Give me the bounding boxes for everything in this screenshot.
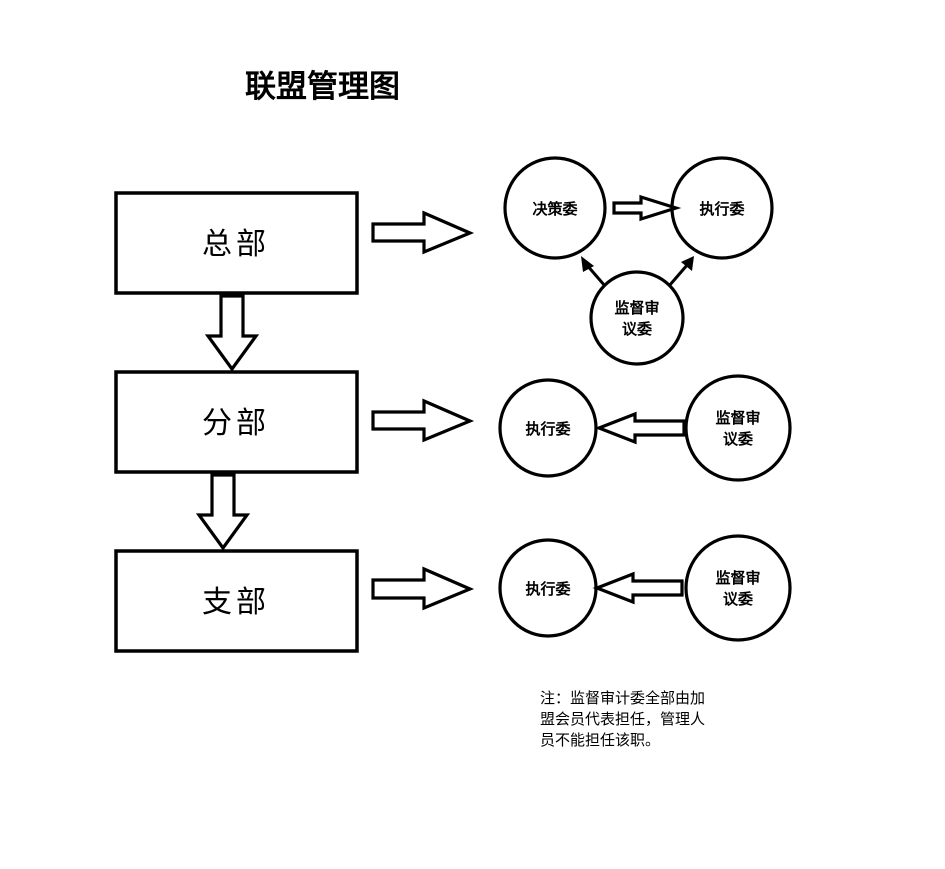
- diagram-note: 注：监督审计委全部由加 盟会员代表担任，管理人 员不能担任该职。: [540, 689, 705, 749]
- arrow-headquarters-to-committees: [371, 210, 475, 255]
- hierarchy-box-branch[interactable]: 分部: [114, 370, 359, 474]
- note-line-2: 盟会员代表担任，管理人: [540, 710, 705, 728]
- supervisory-audit-committee-middle-circle: [684, 374, 792, 482]
- arrow-supervisory-to-executive-top: [667, 256, 694, 287]
- supervisory-audit-committee-top-circle: [589, 270, 685, 366]
- headquarters-box-rect: [114, 191, 359, 295]
- arrow-supervisory-to-decision: [581, 256, 607, 287]
- arrow-decision-to-executive: [612, 194, 682, 222]
- committee-node-executive-middle[interactable]: 执行委: [498, 378, 598, 478]
- branch-box-rect: [114, 370, 359, 474]
- supervisory-audit-committee-bottom-circle: [684, 534, 792, 642]
- note-line-1: 注：监督审计委全部由加: [540, 689, 705, 707]
- note-line-3: 员不能担任该职。: [540, 731, 660, 749]
- supervisory-audit-committee-top-label-line1: 监督审: [614, 299, 659, 317]
- supervisory-audit-committee-bottom-label-line2: 议委: [723, 590, 753, 608]
- page-title: 联盟管理图: [245, 69, 400, 105]
- subbranch-box-label: 支部: [202, 585, 270, 620]
- executive-committee-middle-label: 执行委: [525, 420, 570, 438]
- headquarters-box-label: 总部: [202, 227, 270, 262]
- branch-box-label: 分部: [202, 406, 270, 441]
- committee-node-executive-bottom[interactable]: 执行委: [498, 538, 598, 638]
- decision-committee-circle: [503, 156, 607, 260]
- subbranch-box-rect: [114, 549, 359, 653]
- supervisory-audit-committee-middle-label-line1: 监督审: [715, 409, 760, 427]
- committee-node-supervisory-top[interactable]: 监督审 议委: [589, 270, 685, 366]
- arrow-supervisory-to-executive-middle: [594, 411, 686, 445]
- committee-node-supervisory-middle[interactable]: 监督审 议委: [684, 374, 792, 482]
- arrow-branch-to-committees: [371, 398, 475, 443]
- hierarchy-box-headquarters[interactable]: 总部: [114, 191, 359, 295]
- hierarchy-box-subbranch[interactable]: 支部: [114, 549, 359, 653]
- committee-node-supervisory-bottom[interactable]: 监督审 议委: [684, 534, 792, 642]
- executive-committee-bottom-label: 执行委: [525, 580, 570, 598]
- supervisory-audit-committee-middle-label-line2: 议委: [723, 430, 753, 448]
- arrow-branch-to-subbranch: [195, 473, 251, 551]
- supervisory-audit-committee-top-label-line2: 议委: [622, 320, 652, 338]
- executive-committee-top-label: 执行委: [699, 200, 744, 218]
- decision-committee-label: 决策委: [532, 200, 577, 218]
- supervisory-audit-committee-bottom-label-line1: 监督审: [715, 569, 760, 587]
- committee-node-executive-top[interactable]: 执行委: [670, 156, 774, 260]
- arrow-subbranch-to-committees: [371, 566, 475, 611]
- arrow-supervisory-to-executive-bottom: [592, 571, 684, 605]
- arrow-headquarters-to-branch: [204, 294, 260, 372]
- committee-node-decision[interactable]: 决策委: [503, 156, 607, 260]
